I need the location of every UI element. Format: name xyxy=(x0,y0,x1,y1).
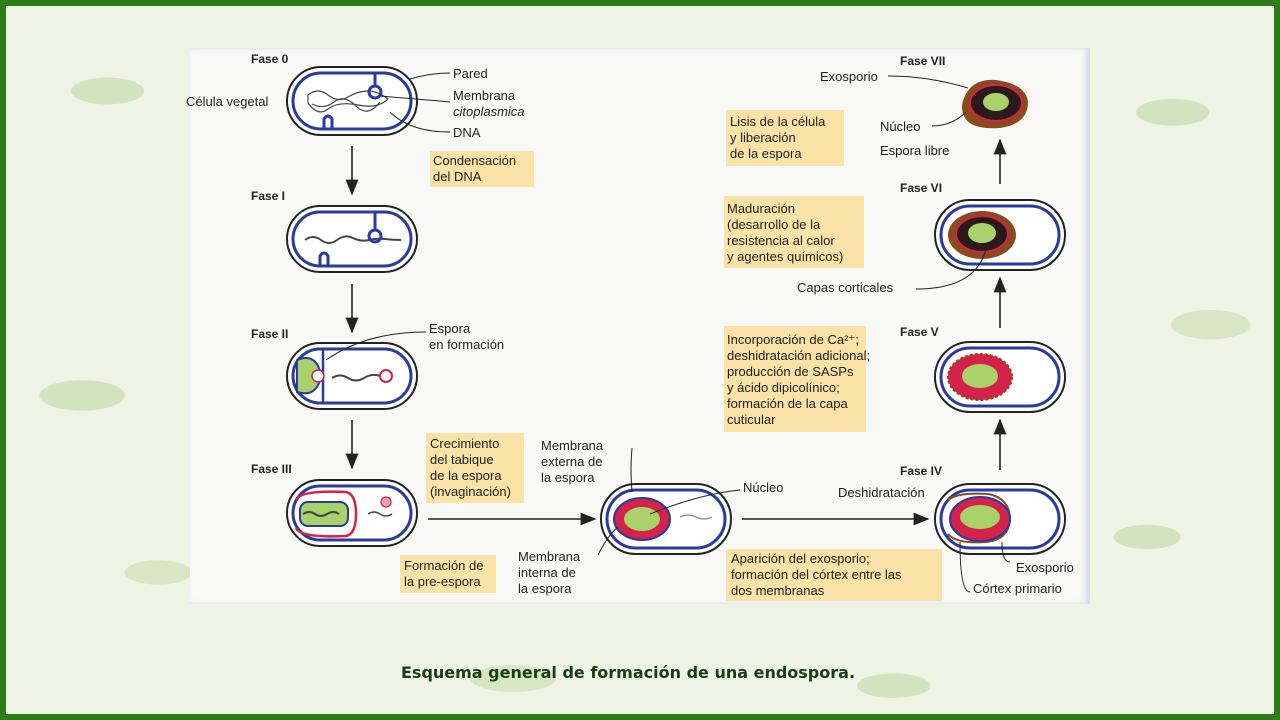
label-membrana-externa-1: Membrana xyxy=(541,438,604,453)
label-capas-corticales: Capas corticales xyxy=(797,280,894,295)
note-lisis-2: y liberación xyxy=(730,130,796,145)
cell-phase-3 xyxy=(286,479,418,547)
label-exosporio: Exosporio xyxy=(1016,560,1074,575)
phase-title-6: Fase VI xyxy=(900,181,942,195)
label-deshidratacion: Deshidratación xyxy=(838,485,925,500)
label-pared: Pared xyxy=(453,66,488,81)
cell-phase-0 xyxy=(286,66,418,136)
note-maduracion-2: (desarrollo de la xyxy=(727,217,821,232)
label-membrana-interna-1: Membrana xyxy=(518,549,581,564)
phase-title-2: Fase II xyxy=(251,327,288,341)
label-dna: DNA xyxy=(453,125,481,140)
phase-title-4: Fase IV xyxy=(900,464,942,478)
cell-phase-4 xyxy=(934,483,1066,555)
label-membrana-externa-3: la espora xyxy=(541,470,595,485)
label-membrana: Membrana xyxy=(453,88,516,103)
phase-title-7: Fase VII xyxy=(900,54,945,68)
note-aparicion-2: formación del córtex entre las xyxy=(731,567,902,582)
label-membrana-interna-3: la espora xyxy=(518,581,572,596)
label-en-formacion: en formación xyxy=(429,337,504,352)
phase-title-0: Fase 0 xyxy=(251,52,289,66)
label-membrana-interna-2: interna de xyxy=(518,565,576,580)
note-crecimiento-1: Crecimiento xyxy=(430,436,499,451)
note-aparicion-1: Aparición del exosporio; xyxy=(731,551,870,566)
note-aparicion-3: dos membranas xyxy=(731,583,825,598)
stage-notes: Condensación del DNA Crecimiento del tab… xyxy=(404,114,902,598)
label-cortex-primario: Córtex primario xyxy=(973,581,1062,596)
cell-phase-6 xyxy=(934,199,1066,271)
note-lisis-1: Lisis de la célula xyxy=(730,114,826,129)
phase-title-3: Fase III xyxy=(251,462,292,476)
note-crecimiento-2: del tabique xyxy=(430,452,494,467)
label-membrana-externa-2: externa de xyxy=(541,454,602,469)
note-incorporacion-6: cuticular xyxy=(727,412,776,427)
cell-phase-2 xyxy=(286,342,418,410)
note-highlights xyxy=(400,110,942,601)
phase-title-5: Fase V xyxy=(900,325,939,339)
label-nucleo-top: Núcleo xyxy=(880,119,920,134)
label-espora-libre: Espora libre xyxy=(880,143,949,158)
note-crecimiento-4: (invaginación) xyxy=(430,484,511,499)
label-nucleo: Núcleo xyxy=(743,480,783,495)
part-labels: Célula vegetal Pared Membrana citoplasmi… xyxy=(186,66,1074,596)
leader-lines xyxy=(325,72,1011,593)
note-incorporacion-4: y ácido dipicolínico; xyxy=(727,380,840,395)
note-incorporacion-3: producción de SASPs xyxy=(727,364,854,379)
note-condensacion-2: del DNA xyxy=(433,169,482,184)
note-maduracion-1: Maduración xyxy=(727,201,795,216)
label-celula-vegetal: Célula vegetal xyxy=(186,94,268,109)
note-maduracion-4: y agentes químicos) xyxy=(727,249,843,264)
figure-caption: Esquema general de formación de una endo… xyxy=(400,663,856,682)
note-incorporacion-2: deshidratación adicional; xyxy=(727,348,870,363)
label-citoplasmica: citoplasmica xyxy=(453,104,525,119)
free-spore-phase-7 xyxy=(962,79,1028,129)
note-crecimiento-3: de la espora xyxy=(430,468,502,483)
flow-arrows xyxy=(345,138,1007,526)
phase-titles: Fase 0 Fase I Fase II Fase III Fase IV F… xyxy=(251,52,945,478)
label-exosporio-top: Exosporio xyxy=(820,69,878,84)
cell-phase-5 xyxy=(934,341,1066,413)
cell-phase-3b xyxy=(600,483,732,555)
note-condensacion-1: Condensación xyxy=(433,153,516,168)
label-espora: Espora xyxy=(429,321,471,336)
note-incorporacion-1: Incorporación de Ca²⁺; xyxy=(727,332,859,347)
cell-phase-1 xyxy=(286,205,418,273)
note-maduracion-3: resistencia al calor xyxy=(727,233,835,248)
phase-title-1: Fase I xyxy=(251,189,285,203)
note-incorporacion-5: formación de la capa xyxy=(727,396,848,411)
note-lisis-3: de la espora xyxy=(730,146,802,161)
note-formacion-pre-1: Formación de xyxy=(404,558,483,573)
note-formacion-pre-2: la pre-espora xyxy=(404,574,481,589)
